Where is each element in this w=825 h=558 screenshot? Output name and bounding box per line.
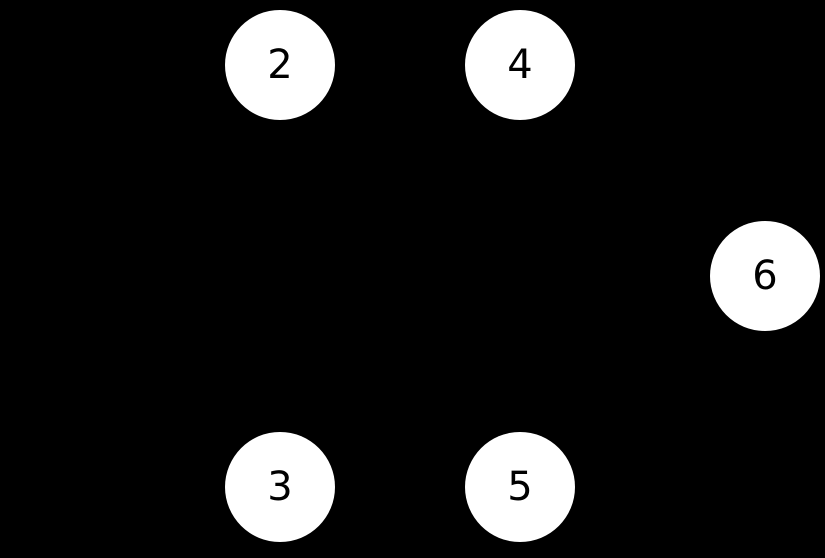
graph-node-label: 6	[752, 253, 778, 299]
graph-node-2[interactable]: 2	[225, 10, 335, 120]
graph-node-3[interactable]: 3	[225, 432, 335, 542]
graph-node-label: 4	[507, 42, 533, 88]
graph-node-5[interactable]: 5	[465, 432, 575, 542]
graph-node-label: 3	[267, 464, 293, 510]
graph-node-label: 2	[267, 42, 293, 88]
graph-node-4[interactable]: 4	[465, 10, 575, 120]
edge-group	[280, 64, 766, 488]
graph-node-label: 5	[507, 464, 533, 510]
graph-node-6[interactable]: 6	[710, 221, 820, 331]
